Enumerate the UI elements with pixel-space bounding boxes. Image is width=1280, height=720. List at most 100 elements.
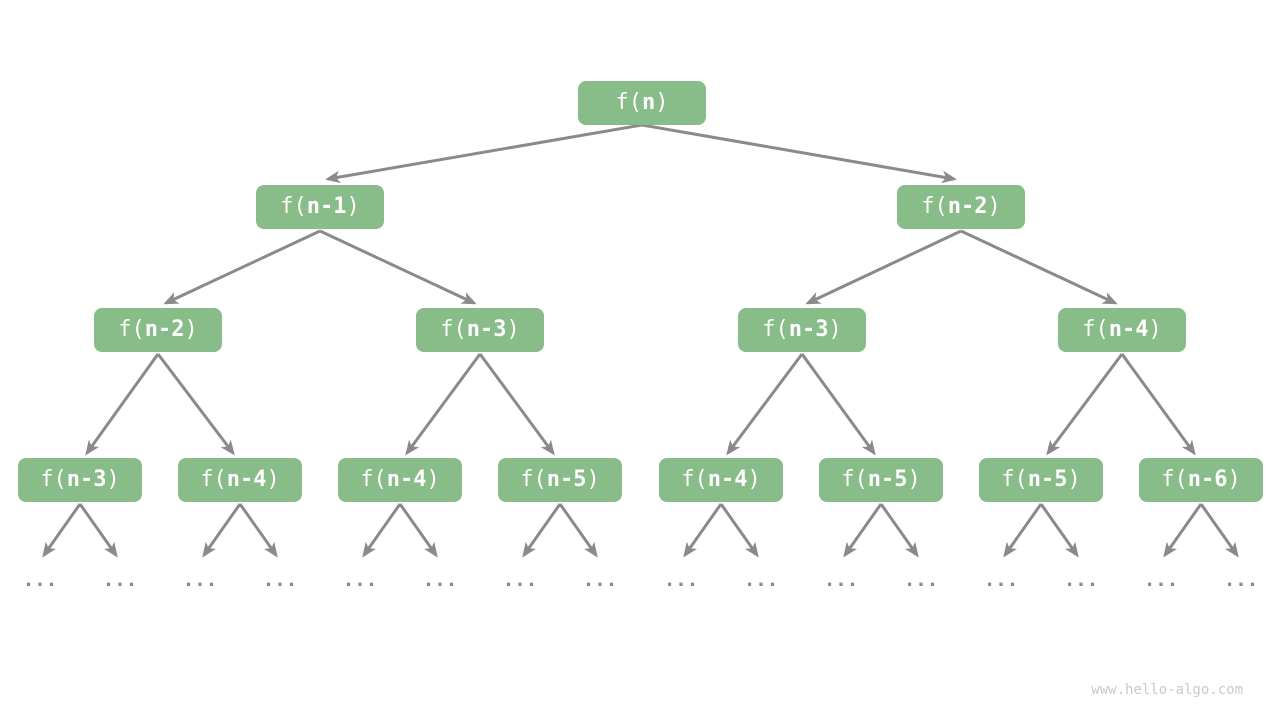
edge-arrow <box>805 229 962 305</box>
node-label-arg: n-3 <box>788 317 829 342</box>
node-label-arg: n-5 <box>546 467 587 492</box>
ellipsis-leaf: ... <box>1223 569 1259 591</box>
edge-arrow <box>522 503 562 558</box>
node-label: f( <box>1082 317 1109 342</box>
node-label: f( <box>440 317 467 342</box>
tree-node: f(n-5) <box>498 458 622 502</box>
tree-node: f(n-3) <box>416 308 544 352</box>
edge-arrow <box>1039 503 1079 558</box>
node-label-arg: n-4 <box>1108 317 1149 342</box>
edge-arrow <box>1046 353 1124 456</box>
node-label: ) <box>655 90 669 115</box>
watermark: www.hello-algo.com <box>1091 682 1243 698</box>
edge-arrow <box>42 503 82 558</box>
node-label-arg: n-3 <box>66 467 107 492</box>
node-label-arg: n-3 <box>466 317 507 342</box>
ellipsis-leaf: ... <box>342 569 378 591</box>
edge-arrow <box>78 503 118 558</box>
edge-arrow <box>641 123 957 184</box>
ellipsis-leaf: ... <box>743 569 779 591</box>
node-label-arg: n-4 <box>226 467 267 492</box>
ellipsis-leaf: ... <box>1063 569 1099 591</box>
edge-arrow <box>405 353 482 456</box>
ellipsis-leaf: ... <box>663 569 699 591</box>
node-label-arg: n-6 <box>1187 467 1228 492</box>
tree-node: f(n-5) <box>979 458 1103 502</box>
node-label: ) <box>586 467 600 492</box>
node-label: f( <box>520 467 547 492</box>
edge-arrow <box>325 123 643 184</box>
node-label-arg: n-4 <box>386 467 427 492</box>
node-label-arg: n <box>642 90 656 115</box>
node-label-arg: n-4 <box>707 467 748 492</box>
tree-node: f(n-4) <box>178 458 302 502</box>
edge-arrow <box>683 503 723 558</box>
edge-arrow <box>1120 353 1196 456</box>
tree-node: f(n-3) <box>18 458 142 502</box>
node-label: f( <box>1001 467 1028 492</box>
edge-arrow <box>85 353 160 456</box>
node-label: f( <box>1161 467 1188 492</box>
node-label: ) <box>106 467 120 492</box>
node-label-arg: n-5 <box>1027 467 1068 492</box>
ellipsis-leaf: ... <box>102 569 138 591</box>
tree-node: f(n-2) <box>897 185 1025 229</box>
edge-arrow <box>879 503 919 558</box>
edge-arrow <box>362 503 402 558</box>
node-label: ) <box>1148 317 1162 342</box>
edge-arrow <box>319 229 477 305</box>
node-label: ) <box>828 317 842 342</box>
tree-node: f(n-4) <box>1058 308 1186 352</box>
node-label: f( <box>280 194 307 219</box>
edge-arrow <box>156 353 235 456</box>
tree-node: f(n-4) <box>338 458 462 502</box>
edge-arrow <box>960 229 1118 305</box>
edge-arrow <box>726 353 804 456</box>
node-label: f( <box>360 467 387 492</box>
node-label: f( <box>40 467 67 492</box>
ellipsis-leaf: ... <box>903 569 939 591</box>
ellipsis-leaf: ... <box>1143 569 1179 591</box>
tree-node: f(n-1) <box>256 185 384 229</box>
node-label: ) <box>747 467 761 492</box>
edge-arrow <box>1199 503 1239 558</box>
tree-node: f(n-6) <box>1139 458 1263 502</box>
node-label: ) <box>184 317 198 342</box>
ellipsis-leaf: ... <box>422 569 458 591</box>
node-label: f( <box>615 90 643 115</box>
edge-arrow <box>558 503 598 558</box>
tree-node: f(n-3) <box>738 308 866 352</box>
edge-arrow <box>719 503 759 558</box>
node-label: ) <box>506 317 520 342</box>
node-label: ) <box>907 467 921 492</box>
tree-node: f(n-2) <box>94 308 222 352</box>
node-label: f( <box>921 194 948 219</box>
tree-node-root: f(n) <box>578 81 706 125</box>
node-label: ) <box>987 194 1001 219</box>
tree-node: f(n-5) <box>819 458 943 502</box>
ellipsis-leaf: ... <box>182 569 218 591</box>
node-label: f( <box>681 467 708 492</box>
edge-arrow <box>843 503 883 558</box>
ellipsis-leaf: ... <box>983 569 1019 591</box>
node-label-arg: n-2 <box>947 194 988 219</box>
node-label: ) <box>1067 467 1081 492</box>
edge-arrow <box>398 503 438 558</box>
node-label-arg: n-1 <box>306 194 347 219</box>
edge-arrow <box>800 353 876 456</box>
ellipsis-leaf: ... <box>823 569 859 591</box>
edge-arrow <box>1003 503 1043 558</box>
node-label: f( <box>841 467 868 492</box>
node-label: ) <box>346 194 360 219</box>
ellipsis-leaf: ... <box>502 569 538 591</box>
edge-arrow <box>478 353 555 456</box>
node-label: ) <box>266 467 280 492</box>
edge-arrow <box>163 229 321 305</box>
ellipsis-leaf: ... <box>582 569 618 591</box>
ellipsis-leaf: ... <box>22 569 58 591</box>
node-label: f( <box>762 317 789 342</box>
node-label-arg: n-2 <box>144 317 185 342</box>
node-label: f( <box>118 317 145 342</box>
